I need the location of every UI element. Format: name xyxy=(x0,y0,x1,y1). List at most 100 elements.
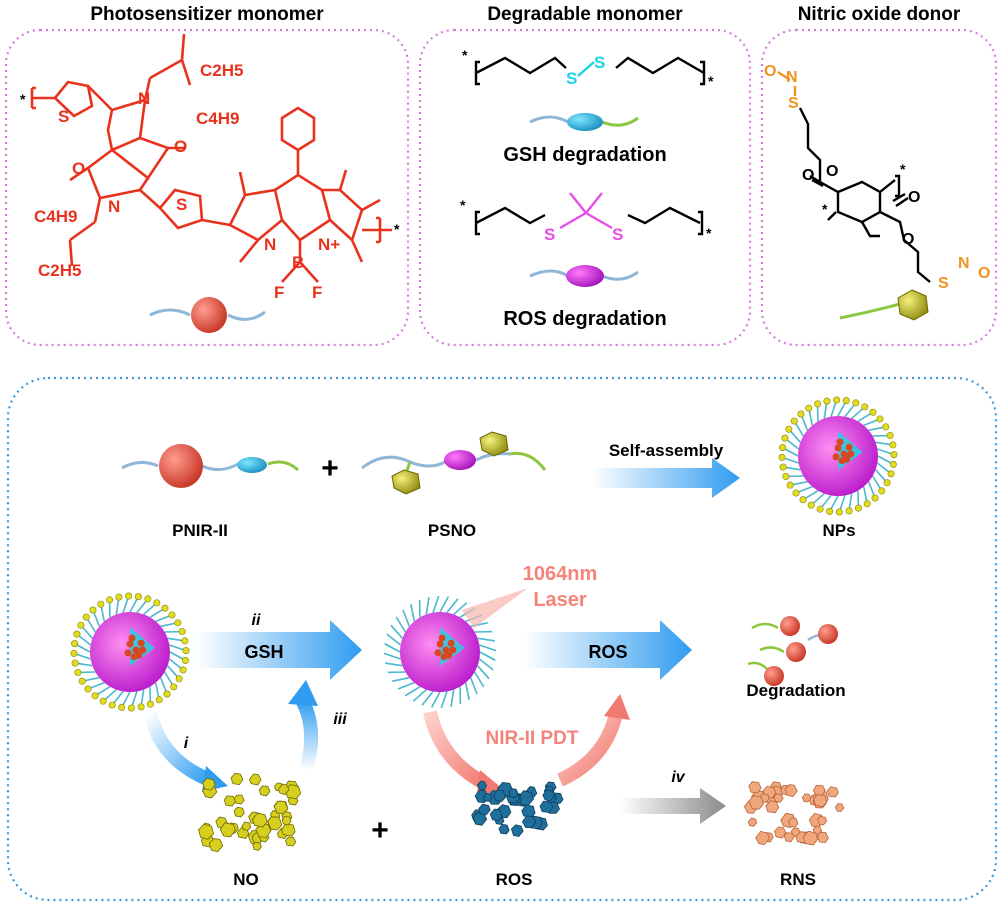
ps-atom-o2: O xyxy=(72,159,85,178)
np-chain xyxy=(440,691,448,709)
laser-wavelength-label: 1064nm xyxy=(523,563,598,585)
no-particle xyxy=(258,785,271,797)
np-surface-bead xyxy=(144,595,152,603)
pnir-ii-polymer xyxy=(121,444,300,488)
np-surface-bead xyxy=(779,463,787,471)
np-surface-bead xyxy=(73,630,81,638)
no-ester-o3: O xyxy=(908,189,920,206)
no-particle xyxy=(241,821,252,831)
np-surface-bead xyxy=(814,400,822,408)
np-surface-bead xyxy=(178,628,186,636)
np-surface-bead xyxy=(823,397,831,405)
gsh-arrow xyxy=(196,620,362,680)
np-surface-bead xyxy=(84,685,92,693)
no-particle xyxy=(230,772,244,786)
ros-particle xyxy=(498,823,510,835)
np-core-bead xyxy=(447,639,455,647)
np-surface-bead xyxy=(179,666,187,674)
disulfide-bond xyxy=(577,61,595,77)
plus-top: + xyxy=(321,452,339,485)
rns-particle xyxy=(802,830,819,846)
psno-linker-icon xyxy=(444,450,476,470)
np-surface-bead xyxy=(792,489,800,497)
no-donor-panel: Nitric oxide donor O N S O O O O * * S N… xyxy=(760,4,998,347)
ps-atom-b: B xyxy=(292,253,304,272)
no-bot-s: S xyxy=(938,275,949,292)
np-chain xyxy=(384,642,401,653)
laser-beam xyxy=(462,588,528,628)
np-chain xyxy=(446,598,459,614)
np-surface-bead xyxy=(127,704,135,712)
nanoparticle-middle xyxy=(383,595,497,709)
np-surface-bead xyxy=(134,593,142,601)
laser-label: Laser xyxy=(533,589,587,611)
np-core-bead xyxy=(834,444,842,452)
np-surface-bead xyxy=(78,677,86,685)
np-surface-bead xyxy=(805,404,813,412)
self-assembly-arrow xyxy=(592,458,740,498)
np-chain xyxy=(473,671,485,688)
no-particle xyxy=(281,815,292,826)
no-particle xyxy=(248,773,262,786)
plus-bottom: + xyxy=(371,814,389,847)
rns-particle xyxy=(816,831,829,844)
np-core-bead xyxy=(442,646,450,654)
no-particle xyxy=(208,838,224,853)
no-top-s: S xyxy=(788,95,799,112)
photosensitizer-structure xyxy=(30,33,392,283)
ps-star-left: * xyxy=(20,91,26,107)
np-surface-bead xyxy=(833,396,841,404)
np-core-bead xyxy=(434,649,442,657)
step-i-arrow xyxy=(143,710,213,787)
np-core-bead xyxy=(137,639,145,647)
thioketal-core xyxy=(559,192,613,230)
np-chain xyxy=(421,690,434,706)
ros-particle xyxy=(477,780,488,791)
np-surface-bead xyxy=(89,606,97,614)
disulfide-structure xyxy=(474,56,706,86)
ps-atom-n3: N xyxy=(264,235,276,254)
np-core-bead xyxy=(126,640,134,648)
np-surface-bead xyxy=(74,668,82,676)
rns-label: RNS xyxy=(780,870,816,889)
np-surface-bead xyxy=(153,599,161,607)
gsh-linker-icon xyxy=(567,113,603,131)
gsh-chain-left xyxy=(529,115,569,124)
pnir-ii-label: PNIR-II xyxy=(172,521,228,540)
np-surface-bead xyxy=(878,487,886,495)
thioketal-star-right: * xyxy=(706,225,712,241)
np-surface-bead xyxy=(115,593,123,601)
np-chain xyxy=(390,624,404,639)
rns-particle xyxy=(817,815,828,826)
np-surface-bead xyxy=(887,470,895,478)
np-chain xyxy=(430,691,441,708)
np-surface-bead xyxy=(175,675,183,683)
np-surface-bead xyxy=(82,613,90,621)
np-core-bead xyxy=(436,640,444,648)
np-chain xyxy=(464,682,470,700)
no-particle xyxy=(223,795,236,807)
no-bot-o: O xyxy=(978,265,990,282)
np-surface-bead xyxy=(863,500,871,508)
no-top-n: N xyxy=(786,69,798,86)
pdt-up-arrow-head xyxy=(604,694,630,720)
np-surface-bead xyxy=(70,649,78,657)
np-core-bead xyxy=(128,634,136,642)
no-particle xyxy=(202,777,216,791)
step-iii-label: iii xyxy=(333,711,347,728)
step-ii-label: ii xyxy=(252,612,261,629)
rns-particle xyxy=(774,826,787,839)
np-surface-bead xyxy=(108,701,116,709)
np-surface-bead xyxy=(91,692,99,700)
no-chain xyxy=(839,302,901,320)
np-surface-bead xyxy=(854,504,862,512)
np-chain xyxy=(410,604,416,622)
np-chain xyxy=(432,595,440,613)
np-surface-bead xyxy=(99,697,107,705)
np-surface-bead xyxy=(871,494,879,502)
ros-particle xyxy=(489,808,503,822)
np-core-bead xyxy=(847,450,855,458)
np-core-bead xyxy=(845,443,853,451)
step-iv-label: iv xyxy=(671,769,685,786)
